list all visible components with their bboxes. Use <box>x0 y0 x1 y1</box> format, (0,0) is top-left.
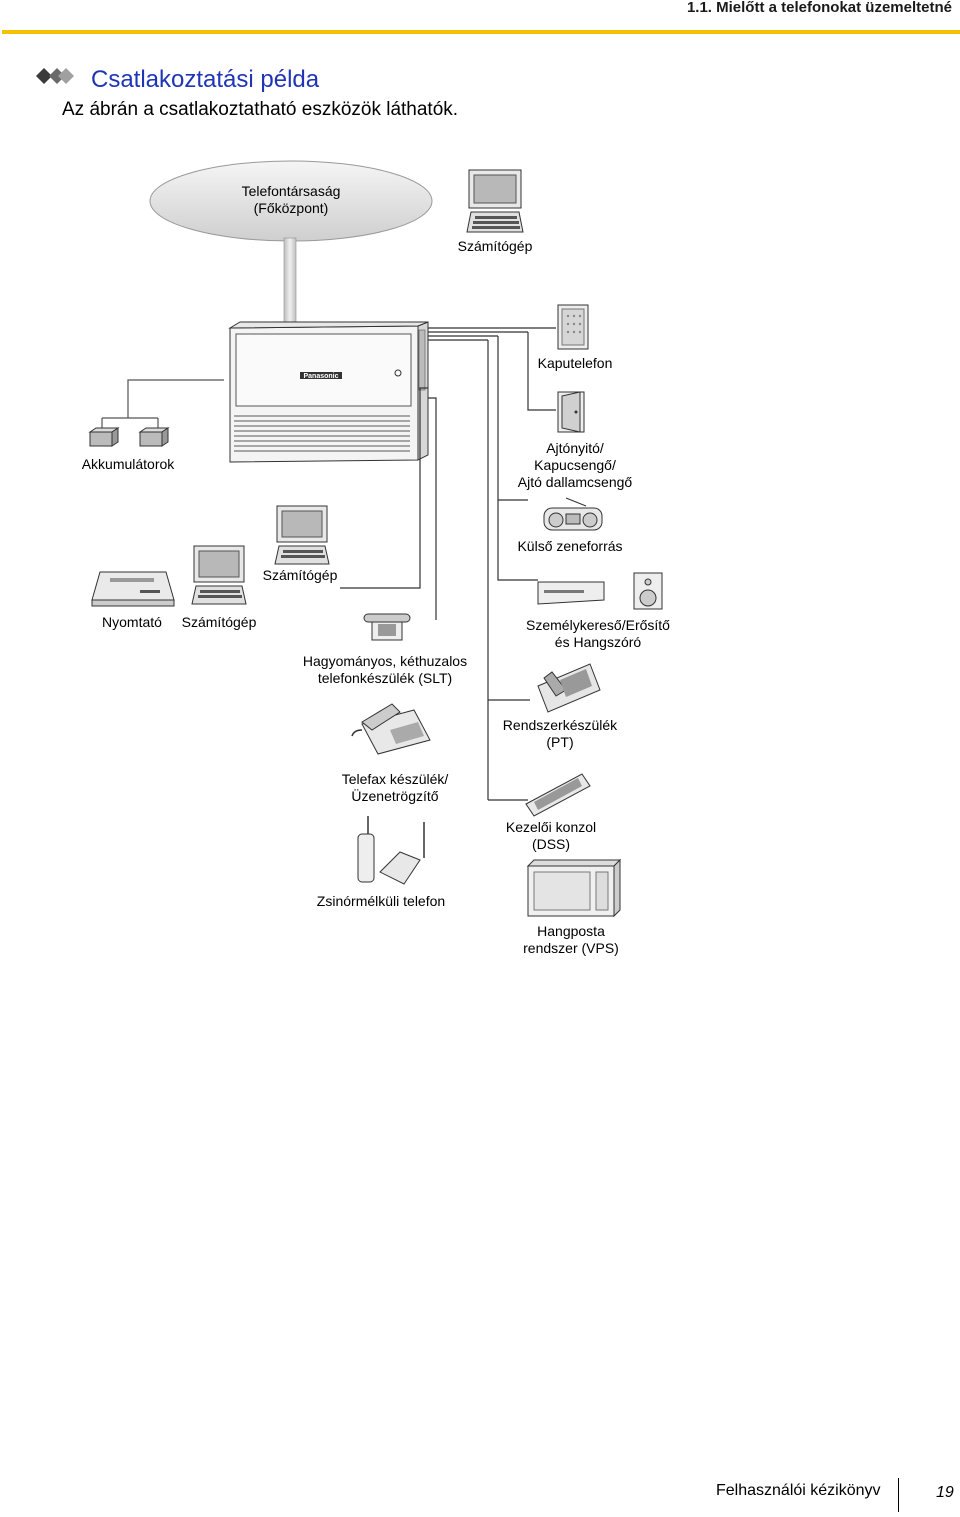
pt-phone-icon <box>537 663 601 713</box>
computer-left-icon <box>191 545 247 605</box>
door-opener-icon <box>557 391 585 433</box>
printer-label: Nyomtató <box>102 614 162 630</box>
printer-icon <box>91 571 175 607</box>
batteries-label: Akkumulátorok <box>81 456 175 472</box>
computer-top-icon <box>466 169 524 233</box>
pbx-unit-icon <box>228 321 429 463</box>
manual-name: Felhasználói kézikönyv <box>716 1482 881 1499</box>
batteries-icon <box>88 379 224 447</box>
vps-unit-icon <box>526 858 622 918</box>
computer-top-label: Számítógép <box>457 238 533 254</box>
section-bullet-icon <box>36 68 74 84</box>
cordless-label: Zsinórmélküli telefon <box>316 893 446 909</box>
doorphone-label: Kaputelefon <box>537 355 613 371</box>
dss-label: Kezelői konzol(DSS) <box>505 819 597 852</box>
section-title: Csatlakoztatási példa <box>91 66 320 93</box>
section-intro: Az ábrán a csatlakoztatható eszközök lát… <box>62 99 459 120</box>
computer-middle-label: Számítógép <box>262 567 338 583</box>
fax-label: Telefax készülék/Üzenetrögzítő <box>341 771 449 804</box>
speaker-icon <box>633 572 663 610</box>
slt-phone-icon <box>363 613 411 641</box>
door-opener-label: Ajtónyitó/Kapucsengő/Ajtó dallamcsengő <box>517 440 633 490</box>
paging-amplifier-icon <box>537 581 605 605</box>
dss-console-icon <box>525 773 591 817</box>
computer-middle-icon <box>274 505 330 565</box>
page-number: 19 <box>936 1484 954 1501</box>
footer-divider <box>898 1478 899 1512</box>
music-source-label: Külső zeneforrás <box>517 538 623 554</box>
trunk-line <box>283 237 297 327</box>
cordless-phone-icon <box>357 816 425 885</box>
header-divider <box>2 30 960 34</box>
central-office-label: Telefontársaság(Főközpont) <box>241 183 341 216</box>
connection-diagram: Panasonic <box>88 160 663 918</box>
computer-left-label: Számítógép <box>181 614 257 630</box>
chapter-title: 1.1. Mielőtt a telefonokat üzemeltetné <box>686 0 952 16</box>
extension-lines <box>340 327 556 801</box>
music-source-icon <box>543 497 603 531</box>
pt-label: Rendszerkészülék(PT) <box>502 717 618 750</box>
fax-icon <box>351 703 431 755</box>
pbx-brand-label: Panasonic <box>303 373 338 380</box>
doorphone-icon <box>557 304 589 350</box>
